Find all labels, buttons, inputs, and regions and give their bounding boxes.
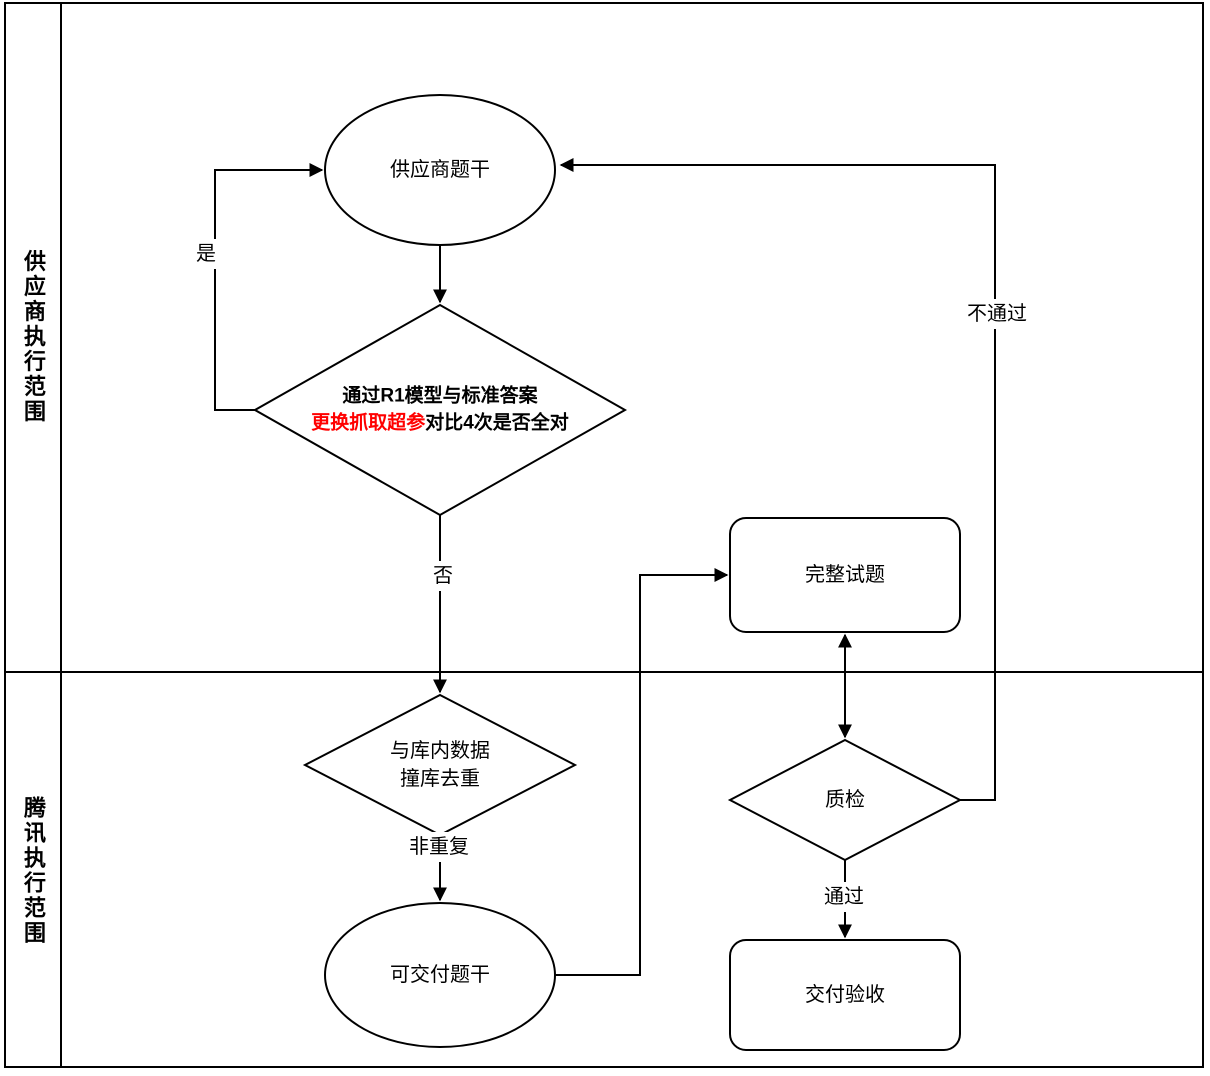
edge-fail-loop-to-stem	[559, 158, 996, 801]
node-deliverable-stem-label: 可交付题干	[390, 964, 490, 986]
node-dedup-check-label: 与库内数据 撞库去重	[390, 737, 490, 793]
r1-check-line2-highlight: 更换抓取超参	[311, 412, 426, 433]
node-supplier-stem-label: 供应商题干	[390, 159, 490, 181]
dedup-check-line2: 撞库去重	[400, 768, 480, 790]
lane-label-separator	[60, 2, 62, 1068]
r1-check-line2-rest: 对比4次是否全对	[425, 412, 569, 433]
dedup-check-line1: 与库内数据	[390, 740, 490, 762]
node-complete-question-label: 完整试题	[805, 564, 885, 586]
node-quality-check-label: 质检	[825, 789, 865, 811]
lane-label-tencent: 腾讯执行范围	[21, 796, 46, 946]
node-r1-check-label: 通过R1模型与标准答案 更换抓取超参对比4次是否全对	[311, 383, 569, 436]
lane-label-supplier: 供应商执行范围	[21, 249, 46, 425]
node-delivery-acceptance-shape	[729, 939, 961, 1051]
r1-check-line1: 通过R1模型与标准答案	[342, 385, 538, 407]
lane-divider	[4, 671, 1204, 673]
node-complete-question-shape	[729, 517, 961, 633]
edge-label-yes: 是	[191, 239, 221, 269]
edge-deliverable-to-complete	[555, 568, 729, 976]
edge-yes-loop-to-stem	[214, 163, 324, 411]
diagram-border	[4, 2, 1204, 1068]
edge-label-no: 否	[428, 561, 458, 591]
edge-label-not-duplicate: 非重复	[404, 832, 474, 862]
edge-label-fail: 不通过	[962, 299, 1032, 329]
edge-label-pass: 通过	[819, 882, 869, 912]
node-delivery-acceptance-label: 交付验收	[805, 984, 885, 1006]
r1-check-line2: 更换抓取超参对比4次是否全对	[311, 410, 569, 437]
